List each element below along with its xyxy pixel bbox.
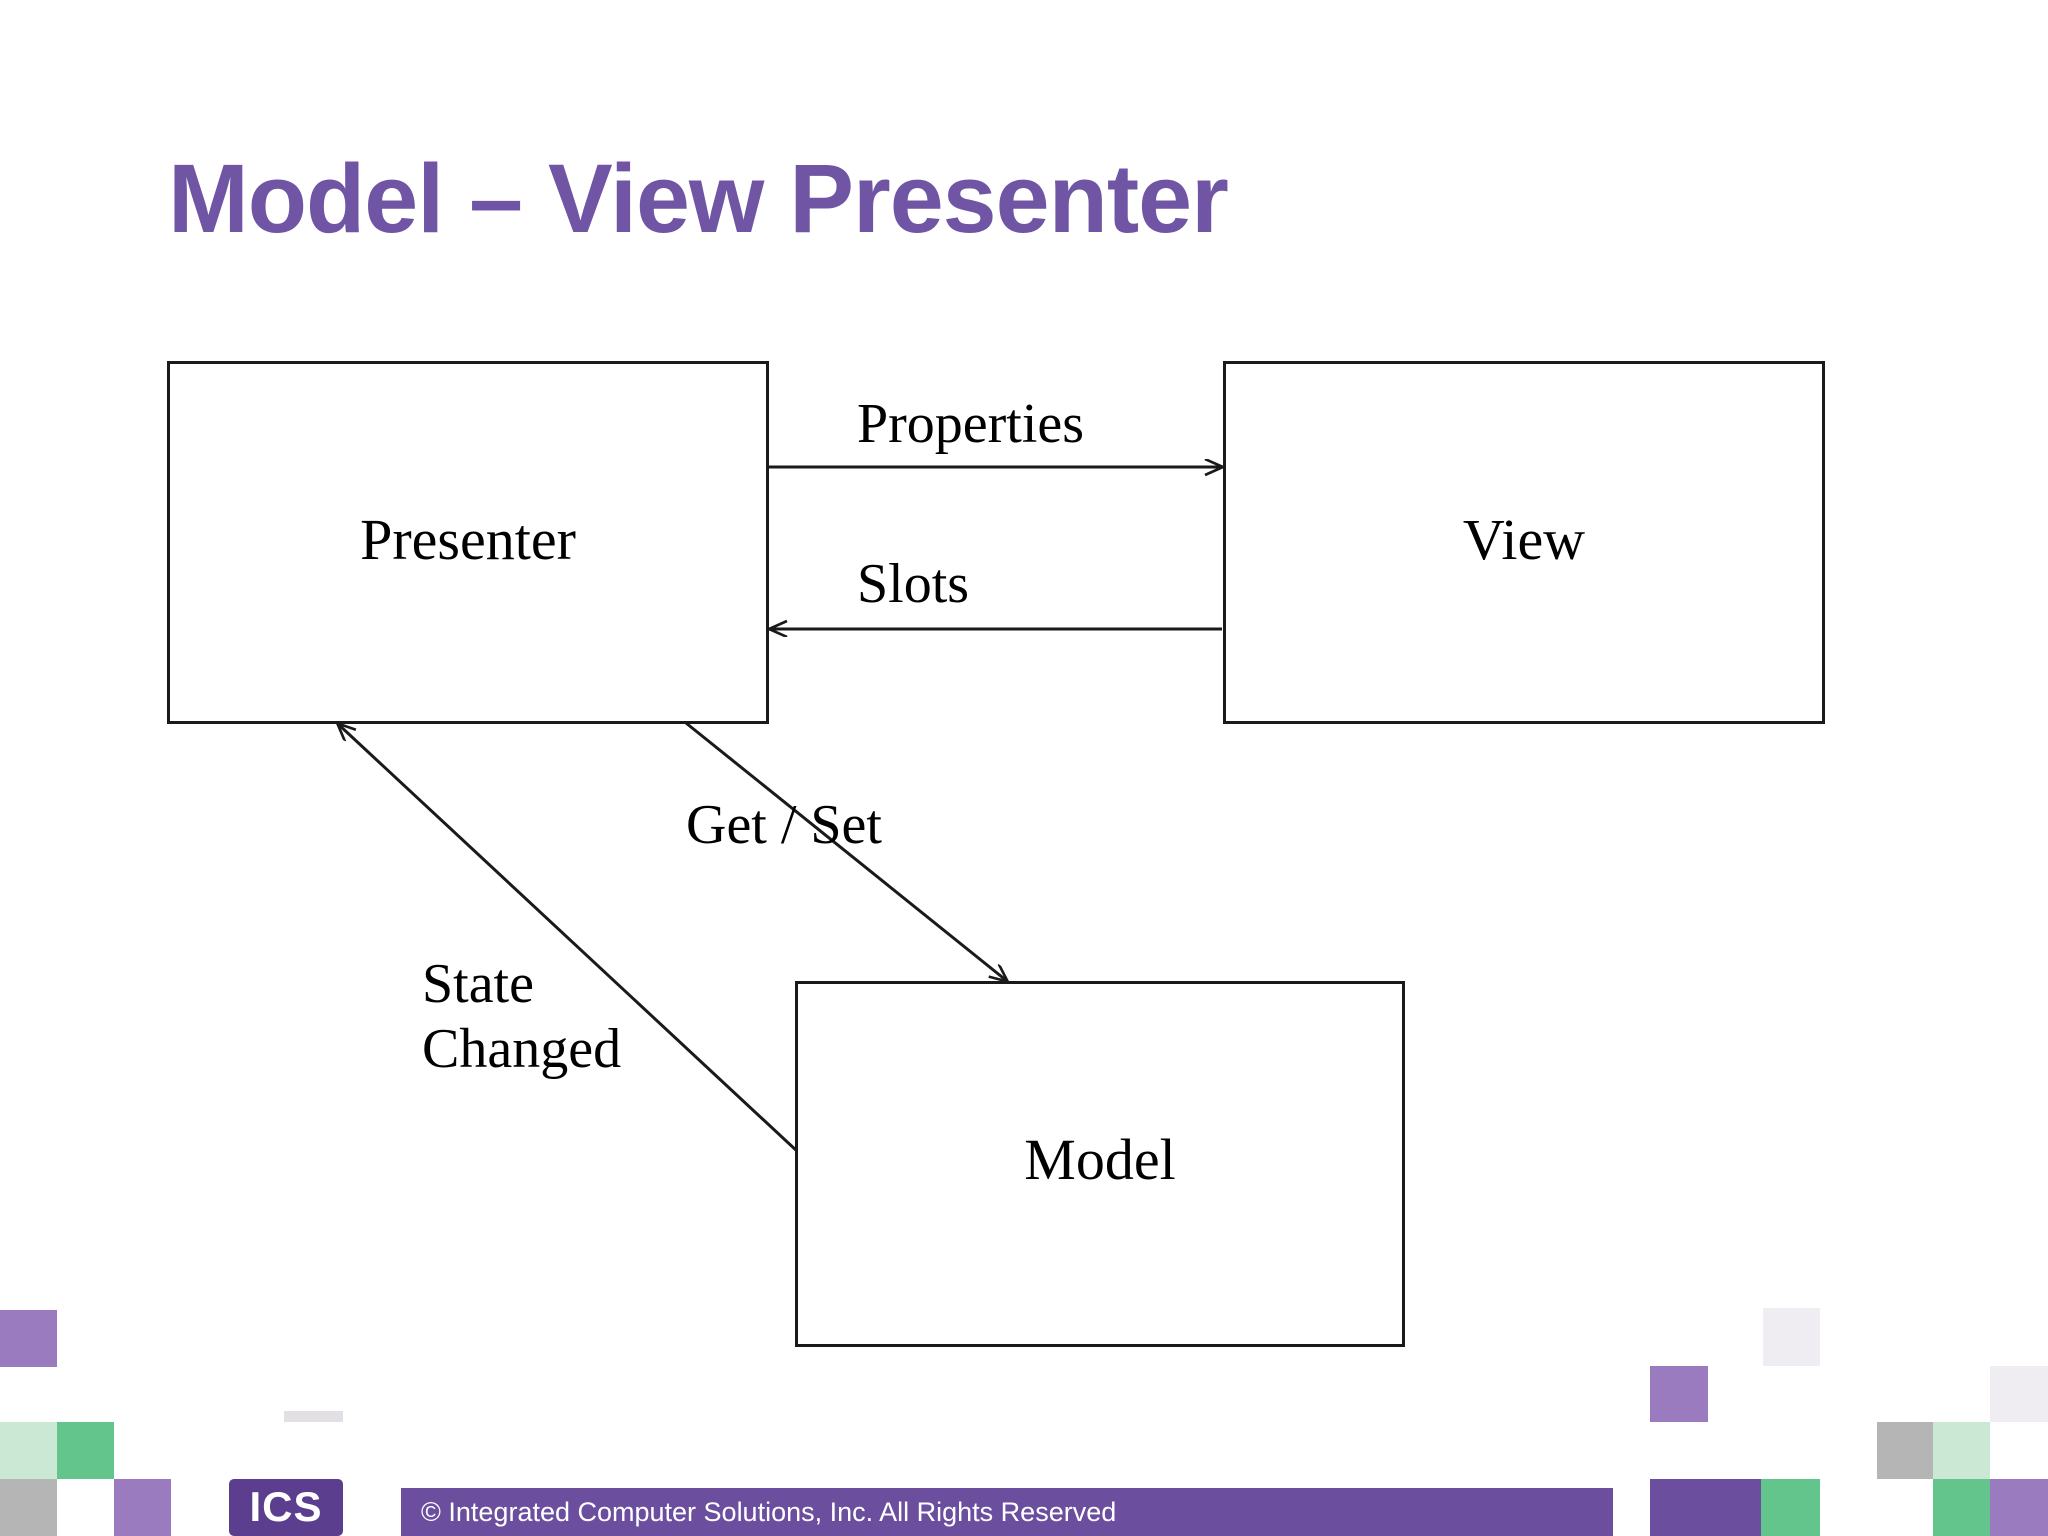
page-title: Model – View Presenter: [168, 144, 1229, 253]
deco-square-purple-right: [1650, 1366, 1708, 1422]
deco-square-gray-left: [0, 1479, 57, 1536]
ics-logo: ICS: [229, 1479, 343, 1536]
deco-bar-purple-dark-right: [1650, 1479, 1761, 1536]
deco-square-green-light-left: [0, 1422, 57, 1479]
deco-square-green-left: [57, 1422, 114, 1479]
deco-square-purple-left-top: [0, 1310, 57, 1367]
edge-label-slots: Slots: [857, 553, 970, 615]
deco-square-green-right-2: [1933, 1479, 1990, 1536]
footer-bar: © Integrated Computer Solutions, Inc. Al…: [401, 1488, 1613, 1536]
copyright-text: © Integrated Computer Solutions, Inc. Al…: [421, 1497, 1117, 1527]
node-model-label: Model: [1024, 1127, 1176, 1192]
node-presenter-label: Presenter: [360, 507, 576, 572]
deco-square-green-light-right: [1933, 1422, 1990, 1479]
ics-logo-text: ICS: [249, 1483, 323, 1530]
edge-statechanged-arrow: [338, 724, 814, 1167]
edge-label-state-changed: State Changed: [422, 952, 621, 1082]
deco-bar-gray-light-left: [284, 1411, 343, 1422]
edge-label-state-changed-line1: State: [422, 953, 534, 1015]
deco-square-gray-right: [1877, 1422, 1933, 1479]
node-presenter[interactable]: Presenter: [167, 361, 769, 724]
node-view[interactable]: View: [1223, 361, 1825, 724]
edge-label-get-set: Get / Set: [686, 794, 882, 856]
node-model[interactable]: Model: [795, 981, 1405, 1347]
deco-square-purple-left-bottom: [114, 1479, 171, 1536]
edge-label-properties: Properties: [857, 393, 1085, 455]
deco-square-gray-light-right-top: [1763, 1308, 1820, 1366]
deco-square-purple-right-2: [1990, 1479, 2048, 1536]
edge-label-state-changed-line2: Changed: [422, 1017, 622, 1080]
node-view-label: View: [1462, 507, 1586, 572]
deco-square-gray-light-right-edge: [1990, 1366, 2048, 1422]
deco-square-green-right: [1761, 1479, 1820, 1536]
